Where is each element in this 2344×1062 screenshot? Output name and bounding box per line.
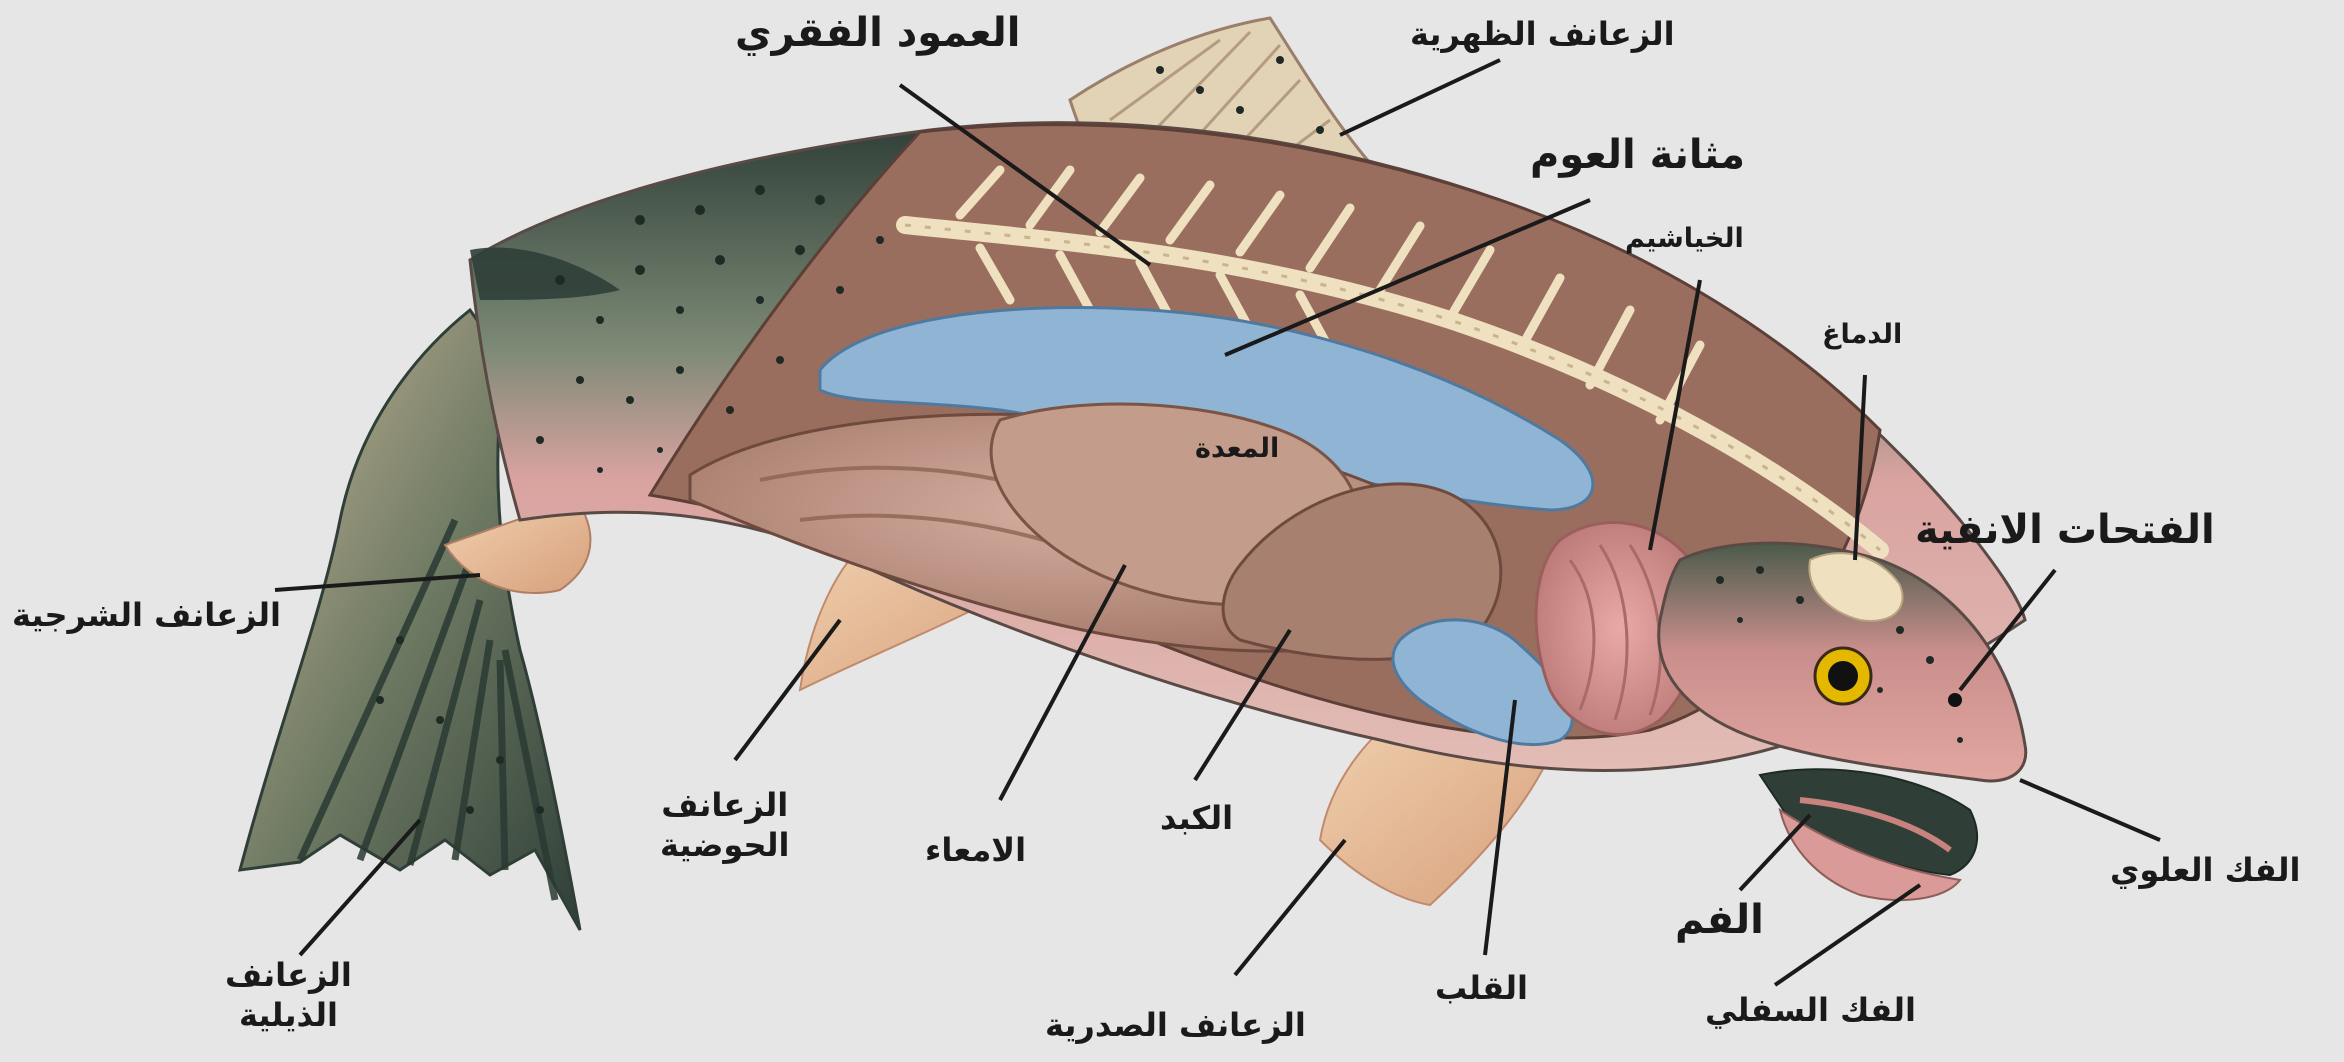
label-tail-fin: الزعانف الذيلية <box>225 955 352 1035</box>
label-tail-fin-line-2: الذيلية <box>225 995 352 1035</box>
label-pelvic-fin-line-1: الزعانف <box>660 785 790 825</box>
leader-pelvic-fin <box>735 620 840 760</box>
nostril <box>1948 693 1962 707</box>
label-anal-fin: الزعانف الشرجية <box>12 595 281 635</box>
label-heart: القلب <box>1435 968 1528 1008</box>
label-dorsal-fin: الزعانف الظهرية <box>1410 14 1675 54</box>
label-lower-jaw: الفك السفلي <box>1705 990 1916 1030</box>
label-spine: العمود الفقري <box>735 8 1021 58</box>
leader-pectoral-fin <box>1235 840 1345 975</box>
label-gills: الخياشيم <box>1625 222 1744 256</box>
label-brain: الدماغ <box>1822 318 1902 352</box>
label-pectoral-fin: الزعانف الصدرية <box>1045 1005 1306 1045</box>
label-nostrils: الفتحات الانفية <box>1915 505 2215 555</box>
leader-lower-jaw <box>1775 885 1920 985</box>
leader-upper-jaw <box>2020 780 2160 840</box>
label-mouth: الفم <box>1675 895 1764 945</box>
label-liver: الكبد <box>1160 798 1233 838</box>
label-stomach: المعدة <box>1195 432 1279 466</box>
label-intestines: الامعاء <box>925 830 1026 870</box>
leader-dorsal-fin <box>1340 60 1500 135</box>
label-swim-bladder: مثانة العوم <box>1530 130 1745 180</box>
label-pelvic-fin-line-2: الحوضية <box>660 825 790 865</box>
label-upper-jaw: الفك العلوي <box>2110 850 2300 890</box>
label-pelvic-fin: الزعانف الحوضية <box>660 785 790 865</box>
label-tail-fin-line-1: الزعانف <box>225 955 352 995</box>
